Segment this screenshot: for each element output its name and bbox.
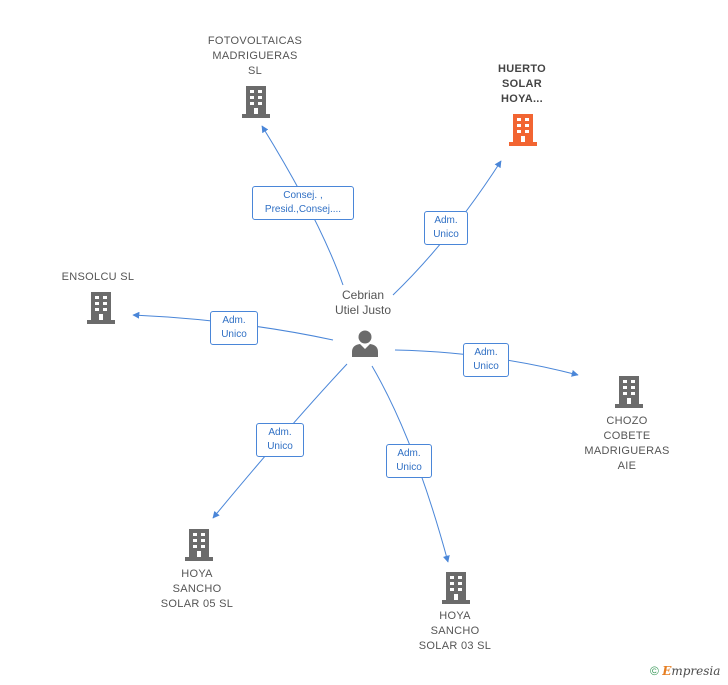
- copyright-symbol: ©: [650, 664, 659, 678]
- center-person-name[interactable]: Cebrian Utiel Justo: [334, 288, 392, 317]
- brand-rest: mpresia: [671, 664, 721, 678]
- edge-label-huerto[interactable]: Adm. Unico: [424, 211, 468, 245]
- brand-initial: E: [662, 664, 672, 678]
- building-icon[interactable]: [614, 374, 644, 408]
- person-icon[interactable]: [350, 328, 380, 358]
- node-label-hoya05[interactable]: HOYA SANCHO SOLAR 05 SL: [160, 568, 234, 610]
- brand-logo: Empresia: [662, 664, 720, 678]
- edge-label-hoya03[interactable]: Adm. Unico: [386, 444, 432, 478]
- node-label-chozo[interactable]: CHOZO COBETE MADRIGUERAS AIE: [584, 415, 670, 472]
- footer-brand: © Empresia: [650, 664, 720, 678]
- node-label-fotovoltaicas[interactable]: FOTOVOLTAICAS MADRIGUERAS SL: [207, 35, 303, 77]
- edge-label-fotovoltaicas[interactable]: Consej. , Presid.,Consej....: [252, 186, 354, 220]
- node-label-huerto[interactable]: HUERTO SOLAR HOYA...: [497, 63, 547, 105]
- node-label-hoya03[interactable]: HOYA SANCHO SOLAR 03 SL: [418, 610, 492, 652]
- edge-label-ensolcu[interactable]: Adm. Unico: [210, 311, 258, 345]
- building-icon[interactable]: [441, 570, 471, 604]
- building-icon[interactable]: [86, 290, 116, 324]
- node-label-ensolcu[interactable]: ENSOLCU SL: [61, 271, 135, 283]
- edge-label-hoya05[interactable]: Adm. Unico: [256, 423, 304, 457]
- building-icon-focus[interactable]: [508, 112, 538, 146]
- edge-label-chozo[interactable]: Adm. Unico: [463, 343, 509, 377]
- building-icon[interactable]: [241, 84, 271, 118]
- building-icon[interactable]: [184, 527, 214, 561]
